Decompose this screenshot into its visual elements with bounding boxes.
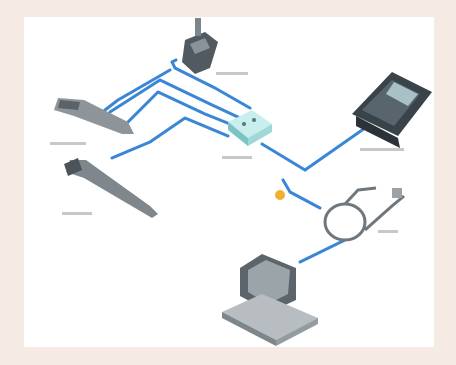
connection-lines: [105, 60, 365, 262]
label-top-instrument: [216, 72, 248, 75]
label-left-probe-1: [50, 142, 86, 145]
link-top-to-hub-a: [105, 60, 176, 110]
label-cable: [378, 230, 398, 233]
link-hub-to-junction: [262, 144, 305, 170]
link-left-probe-2: [112, 118, 228, 158]
handheld-instrument-icon: [182, 18, 218, 74]
label-left-probe-2: [62, 212, 92, 215]
caliper-gauge-icon: [64, 158, 158, 218]
link-junction-to-terminal: [305, 128, 365, 170]
handheld-terminal-icon: [352, 72, 432, 148]
link-junction-to-cable: [283, 180, 320, 208]
desktop-computer-icon: [222, 254, 318, 346]
junction-marker-icon: [275, 190, 285, 200]
link-cable-to-computer: [300, 240, 345, 262]
label-terminal: [360, 148, 404, 151]
label-hub: [222, 156, 252, 159]
usb-plug-icon: [392, 188, 402, 198]
